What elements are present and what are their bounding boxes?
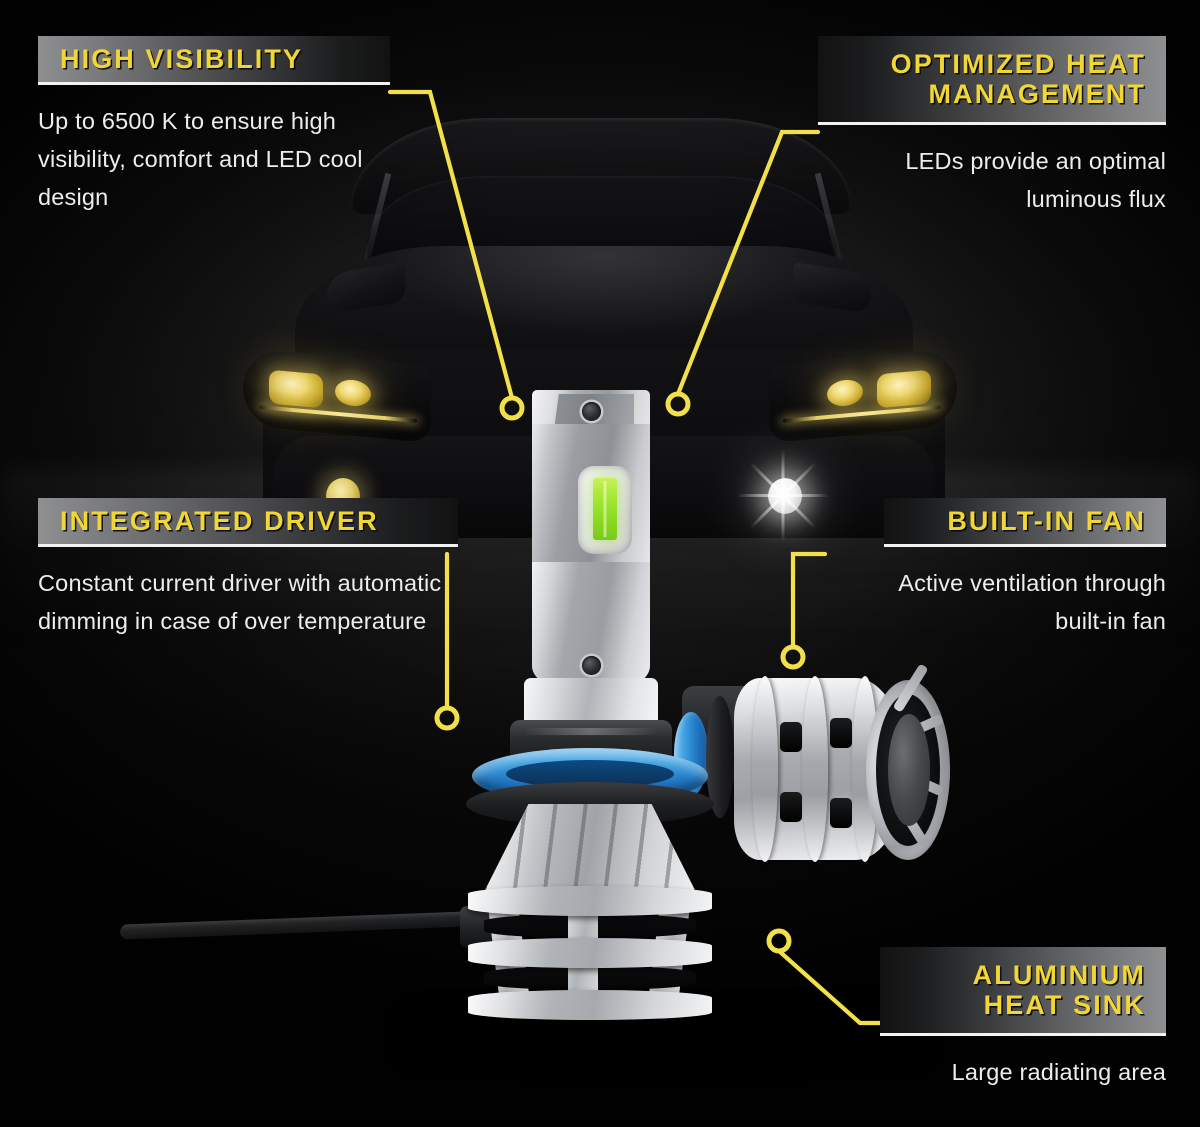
heat-sink-fin [752,676,778,862]
callout-title-line-2: MANAGEMENT [928,79,1146,109]
callout-title: INTEGRATED DRIVER [60,505,379,536]
callout-title-line-1: OPTIMIZED HEAT [890,48,1146,79]
led-bulb-secondary [674,660,950,920]
vent-slot [780,722,802,752]
callout-title-line-1: ALUMINIUM [972,959,1146,990]
led-chip [593,478,617,540]
callout-high-visibility: HIGH VISIBILITY Up to 6500 K to ensure h… [38,36,390,216]
mounting-washer [706,696,734,818]
vent-slot [830,718,852,748]
callout-title-bar: INTEGRATED DRIVER [38,498,458,544]
callout-title: BUILT-IN FAN [947,505,1146,536]
fan-hub [888,714,930,826]
callout-underline [38,544,458,547]
callout-title-bar: HIGH VISIBILITY [38,36,390,82]
heat-sink-fin [802,676,828,862]
callout-title-bar: BUILT-IN FAN [884,498,1166,544]
heat-sink-fin [468,990,712,1020]
callout-body: Constant current driver with automatic d… [38,570,442,635]
callout-body: Large radiating area [951,1059,1166,1085]
led-bulb-primary [119,390,714,1050]
vent-slot [780,792,802,822]
callout-body: Active ventilation through built-in fan [898,570,1166,635]
vent-slot [830,798,852,828]
body-screw [582,656,601,675]
callout-title: HIGH VISIBILITY [60,43,304,74]
heat-sink-fin [468,938,712,968]
callout-body: LEDs provide an optimal luminous flux [905,148,1166,213]
callout-optimized-heat-management: OPTIMIZED HEAT MANAGEMENT LEDs provide a… [818,36,1166,218]
callout-underline [880,1033,1166,1036]
callout-title-line-2: HEAT SINK [983,990,1146,1020]
callout-integrated-driver: INTEGRATED DRIVER Constant current drive… [38,498,458,640]
callout-title-bar: ALUMINIUM HEAT SINK [880,947,1166,1033]
heat-sink-fin [468,886,712,916]
callout-underline [884,544,1166,547]
callout-built-in-fan: BUILT-IN FAN Active ventilation through … [884,498,1166,640]
body-screw [582,402,601,421]
callout-underline [818,122,1166,125]
callout-title-bar: OPTIMIZED HEAT MANAGEMENT [818,36,1166,122]
callout-body: Up to 6500 K to ensure high visibility, … [38,108,363,211]
callout-underline [38,82,390,85]
callout-aluminium-heat-sink: ALUMINIUM HEAT SINK Large radiating area [880,947,1166,1091]
